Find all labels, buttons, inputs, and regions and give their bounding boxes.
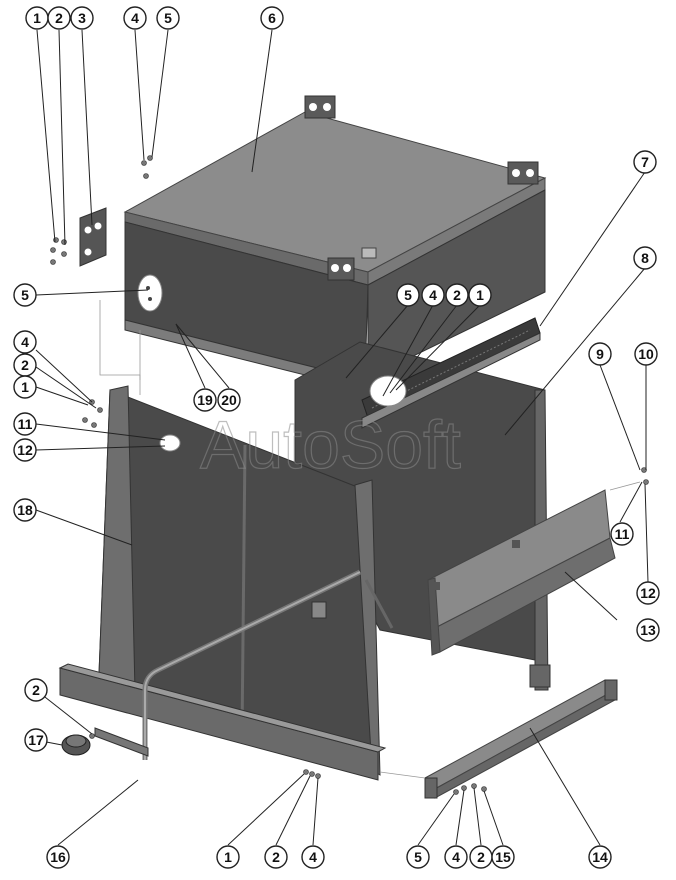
svg-text:1: 1 [476,287,484,303]
callout-15: 15 [491,845,515,869]
svg-text:11: 11 [615,526,630,542]
callout-5-top: 5 [156,6,180,30]
svg-text:18: 18 [17,502,33,518]
svg-text:6: 6 [268,10,276,26]
callout-18: 18 [13,498,37,522]
callout-3: 3 [70,6,94,30]
callout-10: 10 [634,342,658,366]
svg-text:1: 1 [224,849,232,865]
svg-text:5: 5 [404,287,412,303]
callout-5-left: 5 [13,283,37,307]
callout-12-left: 12 [13,438,37,462]
callout-16: 16 [46,845,70,869]
callout-11-left: 11 [13,412,37,436]
callout-4-bottom: 4 [301,845,325,869]
svg-text:4: 4 [429,287,437,303]
knob [61,734,91,756]
svg-text:12: 12 [640,585,656,601]
callout-6: 6 [260,6,284,30]
svg-text:1: 1 [21,379,29,395]
assembly-lines [99,300,641,779]
callout-2-bottom-right: 2 [469,845,493,869]
callout-5-bottom: 5 [406,845,430,869]
svg-text:4: 4 [452,849,460,865]
callout-13: 13 [636,618,660,642]
callout-17: 17 [24,728,48,752]
callout-4-bottom-right: 4 [444,845,468,869]
svg-text:11: 11 [18,416,33,432]
callout-7: 7 [633,150,657,174]
callout-12-right: 12 [636,581,660,605]
svg-text:4: 4 [309,849,317,865]
side-bracket [79,207,107,267]
svg-text:5: 5 [164,10,172,26]
svg-text:1: 1 [33,10,41,26]
seal-strip [361,317,541,429]
callout-20: 20 [217,388,241,412]
callout-2-bottom: 2 [264,845,288,869]
svg-text:2: 2 [55,10,63,26]
svg-text:3: 3 [78,10,86,26]
callout-19: 19 [193,388,217,412]
svg-text:5: 5 [414,849,422,865]
svg-text:13: 13 [640,622,656,638]
svg-text:8: 8 [641,250,649,266]
rod-assembly [94,569,394,760]
callout-2-top: 2 [47,6,71,30]
svg-text:14: 14 [592,849,608,865]
svg-text:5: 5 [21,287,29,303]
svg-text:4: 4 [131,10,139,26]
svg-text:15: 15 [495,849,511,865]
svg-text:16: 16 [50,849,66,865]
callout-14: 14 [588,845,612,869]
svg-text:19: 19 [197,392,213,408]
svg-text:2: 2 [477,849,485,865]
callout-11-right: 11 [610,522,634,546]
svg-text:12: 12 [17,442,33,458]
leader-lines [35,29,649,846]
svg-text:2: 2 [453,287,461,303]
svg-text:2: 2 [21,357,29,373]
svg-text:4: 4 [21,334,29,350]
callout-9: 9 [588,342,612,366]
callout-5-mid: 5 [396,283,420,307]
callout-2-lower: 2 [24,678,48,702]
svg-text:2: 2 [32,682,40,698]
shelf-13 [427,489,616,656]
callout-1-bottom: 1 [216,845,240,869]
svg-text:2: 2 [272,849,280,865]
callout-4-mid: 4 [421,283,445,307]
callout-1-top: 1 [25,6,49,30]
front-panel [58,385,387,781]
callout-2-mid: 2 [445,283,469,307]
watermark-text: AutoSoft [200,407,461,483]
callout-4-left: 4 [13,330,37,354]
svg-text:17: 17 [28,732,44,748]
callout-1-mid: 1 [468,283,492,307]
callout-2-left: 2 [13,353,37,377]
fasteners [50,155,649,795]
svg-text:9: 9 [596,346,604,362]
svg-text:20: 20 [221,392,237,408]
bottom-rail-14 [424,679,618,799]
callout-1-left: 1 [13,375,37,399]
callout-8: 8 [633,246,657,270]
svg-text:7: 7 [641,154,649,170]
svg-text:10: 10 [638,346,654,362]
callout-4-top: 4 [123,6,147,30]
